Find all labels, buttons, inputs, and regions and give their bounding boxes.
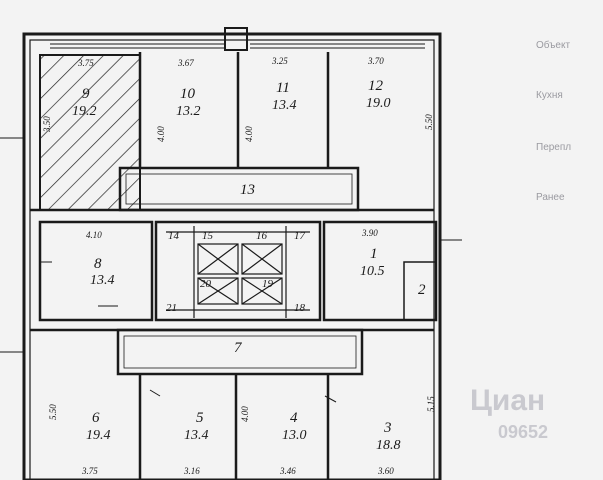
room-12-dim: 3.70 <box>368 56 384 66</box>
room-4-dim: 3.46 <box>280 466 296 476</box>
vdim-3: 5.15 <box>426 396 436 412</box>
room-5-dim: 3.16 <box>184 466 200 476</box>
side-label-2: Кухня <box>536 90 563 101</box>
room-1-dim: 3.90 <box>362 228 378 238</box>
room-6-area: 19.4 <box>86 428 111 443</box>
vdim-12: 5.50 <box>424 114 434 130</box>
small-room-14: 14 <box>168 230 179 242</box>
room-5-area: 13.4 <box>184 428 209 443</box>
small-room-19: 19 <box>262 278 273 290</box>
vdim-10: 4.00 <box>156 126 166 142</box>
room-13-outline <box>118 166 360 212</box>
vdim-6: 5.50 <box>48 404 58 420</box>
room-7-number: 7 <box>234 340 242 356</box>
door-marks <box>0 137 462 403</box>
room-11-dim: 3.25 <box>272 56 288 66</box>
small-room-17: 17 <box>294 230 305 242</box>
room-8-dim: 4.10 <box>86 230 102 240</box>
small-room-20: 20 <box>200 278 211 290</box>
room-9-area: 19.2 <box>72 104 97 119</box>
small-room-16: 16 <box>256 230 267 242</box>
elevator-shafts <box>166 226 310 318</box>
side-label-4: Ранее <box>536 192 565 203</box>
side-label-1: Объект <box>536 40 571 51</box>
room-3-number: 3 <box>384 420 392 436</box>
room-10-dim: 3.67 <box>178 58 194 68</box>
room-1-number: 1 <box>370 246 378 262</box>
vdim-5: 4.00 <box>240 406 250 422</box>
side-label-3: Перепл <box>536 142 572 153</box>
room-9-number: 9 <box>82 86 90 102</box>
room-6-number: 6 <box>92 410 100 426</box>
small-room-18: 18 <box>294 302 305 314</box>
vdim-9: 3.50 <box>42 116 52 132</box>
outer-walls <box>22 32 442 480</box>
room-11-number: 11 <box>276 80 290 96</box>
room-4-area: 13.0 <box>282 428 307 443</box>
room-12-number: 12 <box>368 78 383 94</box>
room-4-number: 4 <box>290 410 298 426</box>
room-10-number: 10 <box>180 86 195 102</box>
watermark-brand: Циан <box>470 384 546 417</box>
room-3-dim: 3.60 <box>378 466 394 476</box>
top-windows <box>50 27 425 51</box>
room-5-number: 5 <box>196 410 204 426</box>
vdim-11: 4.00 <box>244 126 254 142</box>
room-9-hatch <box>39 54 141 211</box>
room-11-area: 13.4 <box>272 98 297 113</box>
room-9-dim: 3.75 <box>78 58 94 68</box>
room-6-dim: 3.75 <box>82 466 98 476</box>
room-12-area: 19.0 <box>366 96 391 111</box>
room-1-area: 10.5 <box>360 264 385 279</box>
room-3-area: 18.8 <box>376 438 401 453</box>
room-10-area: 13.2 <box>176 104 201 119</box>
small-room-15: 15 <box>202 230 213 242</box>
room-13-number: 13 <box>240 182 255 198</box>
watermark-number: 09652 <box>498 422 549 442</box>
small-room-21: 21 <box>166 302 177 314</box>
room-8-area: 13.4 <box>90 273 115 288</box>
bottom-partitions <box>138 374 330 480</box>
room-7-outline <box>116 328 364 376</box>
room-2-number: 2 <box>418 282 426 298</box>
room-8-number: 8 <box>94 256 102 272</box>
